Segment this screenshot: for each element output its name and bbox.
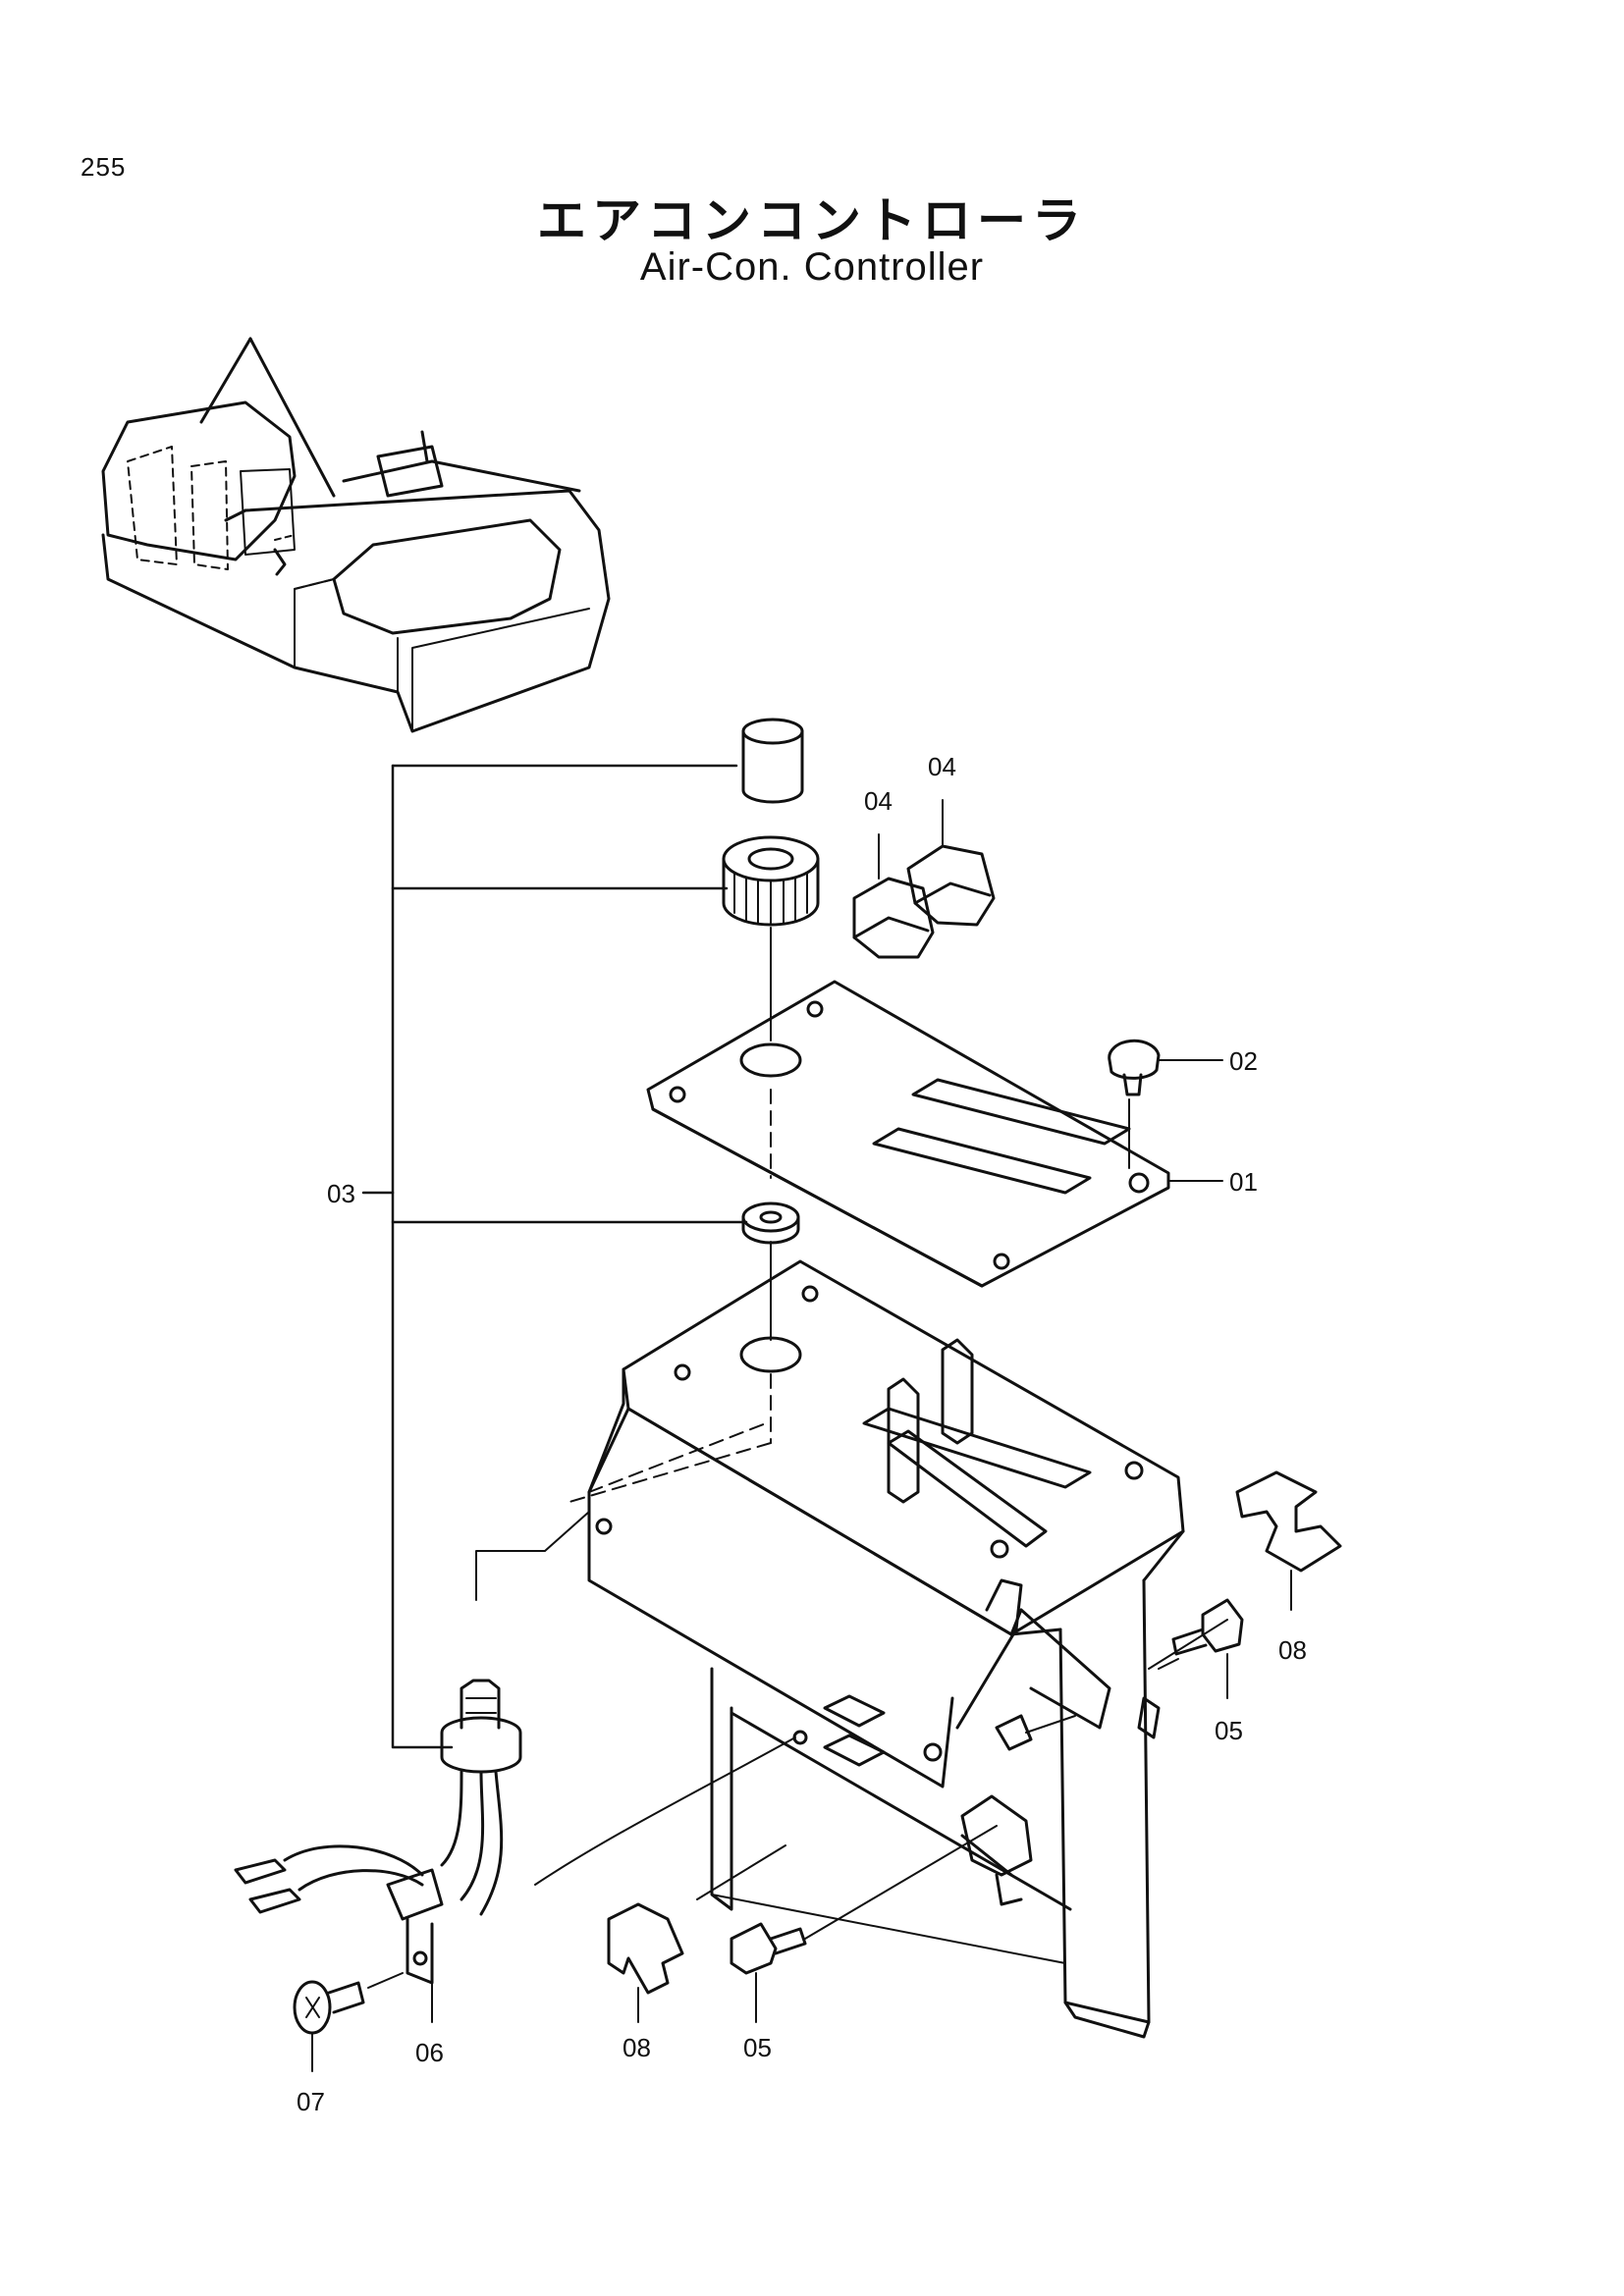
callout-05-right: 05 bbox=[1215, 1716, 1243, 1745]
callout-03: 03 bbox=[327, 1179, 355, 1208]
callout-02: 02 bbox=[1229, 1046, 1258, 1076]
clip-08-left bbox=[607, 1844, 786, 2023]
bolt-05-left bbox=[730, 1825, 998, 2023]
page-number: 255 bbox=[81, 152, 127, 182]
page-title-japanese: エアコンコントローラ bbox=[537, 192, 1087, 249]
button-cap-left bbox=[852, 877, 935, 959]
excavator-location-view bbox=[101, 337, 611, 733]
callout-04-right: 04 bbox=[928, 752, 956, 781]
clip-08-right bbox=[1235, 1470, 1342, 1611]
callout-labels: 01 02 03 04 04 05 05 06 07 08 08 bbox=[297, 752, 1307, 2116]
wire-harness bbox=[234, 1511, 796, 2023]
screw-07 bbox=[293, 1972, 404, 2072]
callout-01: 01 bbox=[1229, 1167, 1258, 1197]
callout-08-right: 08 bbox=[1278, 1635, 1307, 1665]
callout-07: 07 bbox=[297, 2087, 325, 2116]
callout-05-left: 05 bbox=[743, 2033, 772, 2062]
button-cap-right bbox=[906, 844, 996, 927]
bolt-05-right bbox=[1158, 1598, 1244, 1699]
callout-06: 06 bbox=[415, 2038, 444, 2067]
page-title-english: Air-Con. Controller bbox=[639, 245, 985, 289]
screw-02 bbox=[1108, 1039, 1161, 1169]
controller-housing bbox=[587, 1259, 1228, 2039]
knurled-knob bbox=[722, 835, 820, 927]
bracket-03 bbox=[361, 764, 748, 1749]
knob-cap bbox=[741, 718, 804, 804]
callout-04-left: 04 bbox=[864, 786, 893, 816]
callout-08-left: 08 bbox=[623, 2033, 651, 2062]
nut bbox=[741, 1201, 800, 1245]
cover-plate bbox=[646, 980, 1170, 1288]
